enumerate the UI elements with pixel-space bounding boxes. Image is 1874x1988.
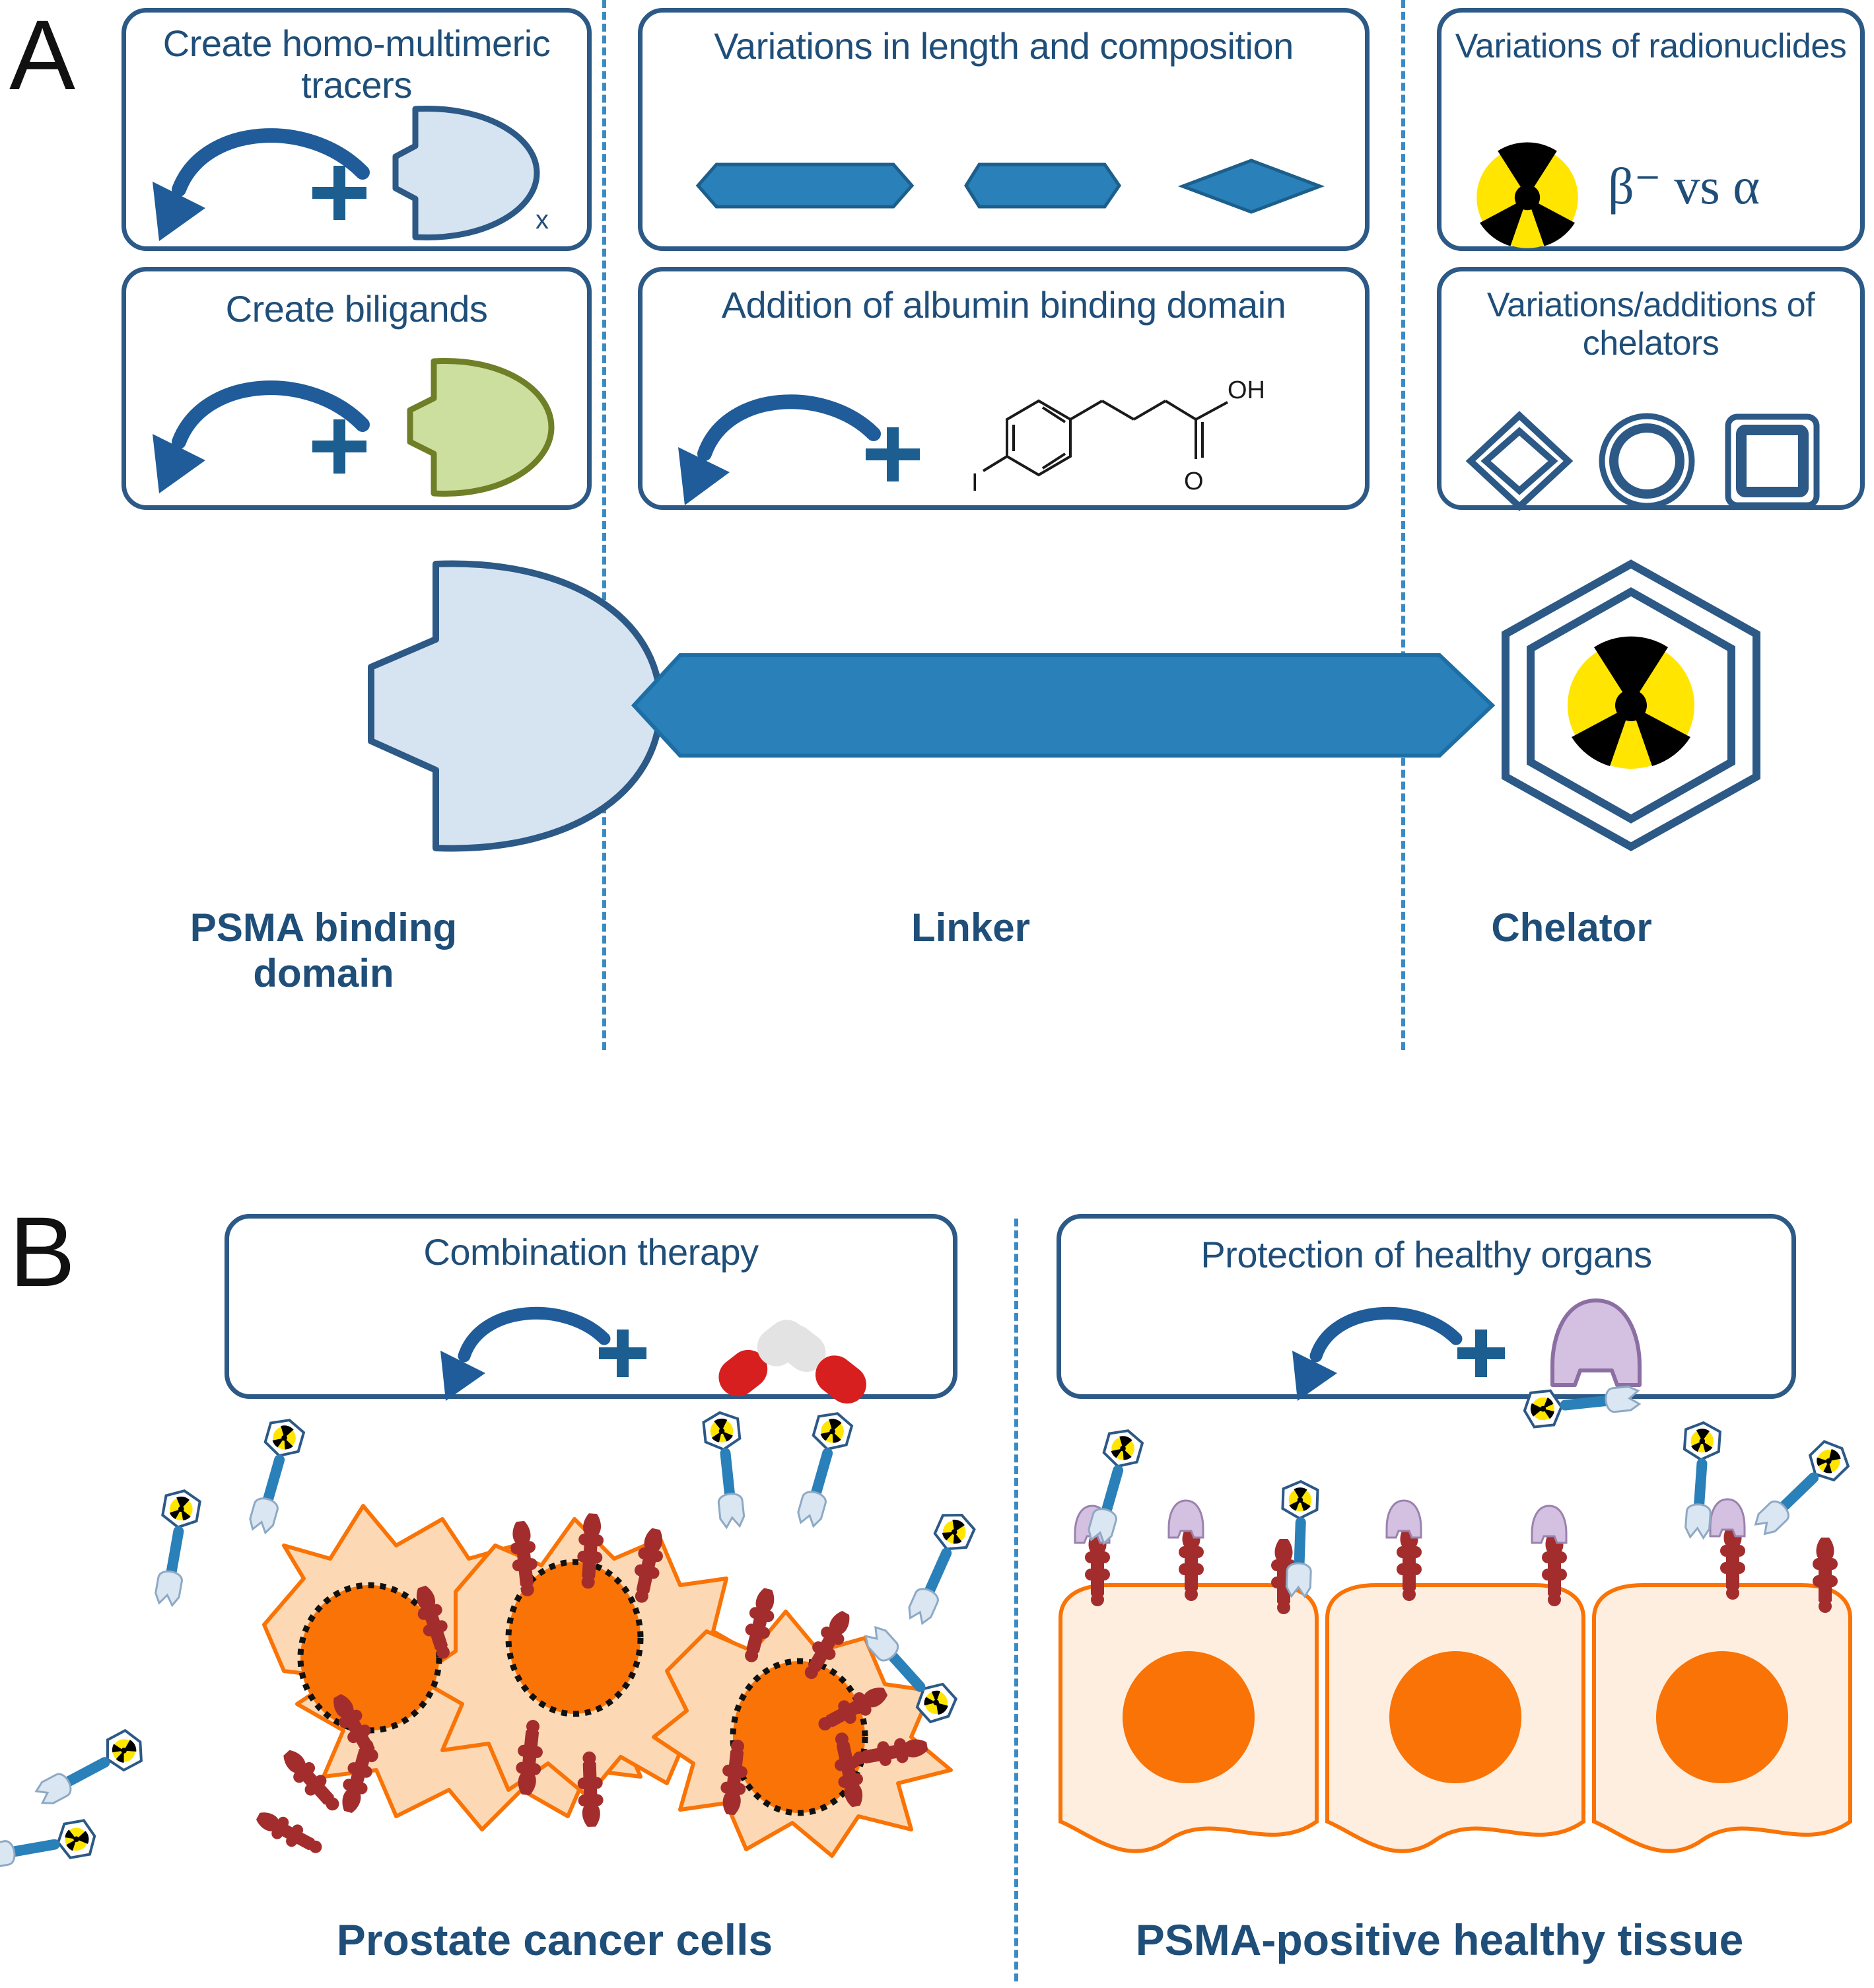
diamond-chelator-icon [1465, 411, 1574, 511]
pill-capsules-icon [718, 1320, 866, 1404]
square-chelator-icon [1725, 413, 1820, 509]
panel-a-letter: A [9, 0, 76, 110]
box-title: Addition of albumin binding domain [721, 284, 1286, 326]
nucleus-1 [297, 1582, 442, 1734]
healthy-nucleus-2 [1389, 1651, 1521, 1783]
box-title: Variations of radionuclides [1455, 27, 1847, 65]
healthy-nucleus-3 [1656, 1651, 1788, 1783]
curved-arrow-icon [440, 1306, 611, 1401]
nucleus-3 [730, 1658, 868, 1816]
plus-icon [312, 166, 366, 220]
tracer-schematic [368, 559, 1760, 852]
long-linker-icon [695, 162, 915, 209]
chem-label-o: O [1184, 468, 1204, 495]
caption-linker: Linker [911, 905, 1031, 950]
box-title: Variations/additions of chelators [1486, 286, 1815, 363]
radioactive-icon [1476, 142, 1578, 248]
emission-type-label: β⁻ vs α [1608, 157, 1760, 215]
divider-linker-chelator [1401, 0, 1405, 1050]
plus-icon [1457, 1330, 1505, 1377]
psma-binding-domain-shape [368, 560, 664, 852]
box-create-homo-multimeric-tracers[interactable]: Create homo-multimeric tracers x [121, 8, 592, 251]
radioactive-icon [1568, 636, 1694, 769]
box-combination-therapy[interactable]: Combination therapy [225, 1214, 957, 1404]
diamond-linker-icon [1177, 159, 1325, 214]
box-create-biligands[interactable]: Create biligands [121, 267, 592, 510]
ligand-icon [407, 357, 555, 497]
healthy-nucleus-1 [1123, 1651, 1255, 1783]
box-title: Create biligands [225, 288, 488, 330]
caption-chelator: Chelator [1491, 905, 1652, 950]
short-linker-icon [964, 162, 1122, 209]
caption-psma-binding-domain: PSMA binding domain [190, 905, 458, 995]
chem-label-i: I [971, 469, 979, 497]
divider-binding-linker [602, 0, 606, 1050]
divider-cancer-healthy [1014, 1219, 1018, 1981]
curved-arrow-icon [678, 394, 881, 505]
protective-agent-icon [1550, 1298, 1642, 1387]
iodophenyl-butanoic-acid-icon: OH O I [971, 376, 1265, 497]
curved-arrow-icon [1292, 1306, 1463, 1401]
plus-icon [866, 427, 920, 481]
binding-domain-icon [392, 105, 540, 241]
plus-icon [599, 1330, 646, 1377]
box-protection-of-healthy-organs[interactable]: Protection of healthy organs [1057, 1214, 1796, 1401]
circle-chelator-icon [1599, 413, 1695, 509]
box-title: Create homo-multimeric tracers [162, 22, 551, 106]
box-title: Combination therapy [423, 1231, 759, 1273]
box-title: Variations in length and composition [714, 25, 1294, 67]
multimer-multiplier-label: x [536, 205, 549, 234]
box-variations-of-radionuclides[interactable]: Variations of radionuclides β⁻ vs α [1437, 8, 1865, 251]
cancer-cell-scene [0, 1407, 979, 1870]
box-addition-of-albumin-binding-domain[interactable]: Addition of albumin binding domain OH O … [638, 267, 1370, 510]
caption-prostate-cancer-cells: Prostate cancer cells [336, 1915, 773, 1964]
healthy-tissue-scene [1058, 1384, 1856, 1853]
plus-icon [312, 419, 366, 474]
curved-arrow-icon [153, 380, 370, 493]
curved-arrow-icon [153, 128, 370, 241]
box-variations-additions-of-chelators[interactable]: Variations/additions of chelators [1437, 267, 1865, 511]
linker-shape [631, 653, 1496, 758]
box-variations-in-length-and-composition[interactable]: Variations in length and composition [638, 8, 1370, 251]
box-title: Protection of healthy organs [1200, 1234, 1652, 1275]
caption-psma-positive-healthy-tissue: PSMA-positive healthy tissue [1135, 1915, 1744, 1964]
panel-b-letter: B [9, 1196, 76, 1307]
nucleus-2 [505, 1559, 644, 1717]
chem-label-oh: OH [1228, 376, 1265, 404]
